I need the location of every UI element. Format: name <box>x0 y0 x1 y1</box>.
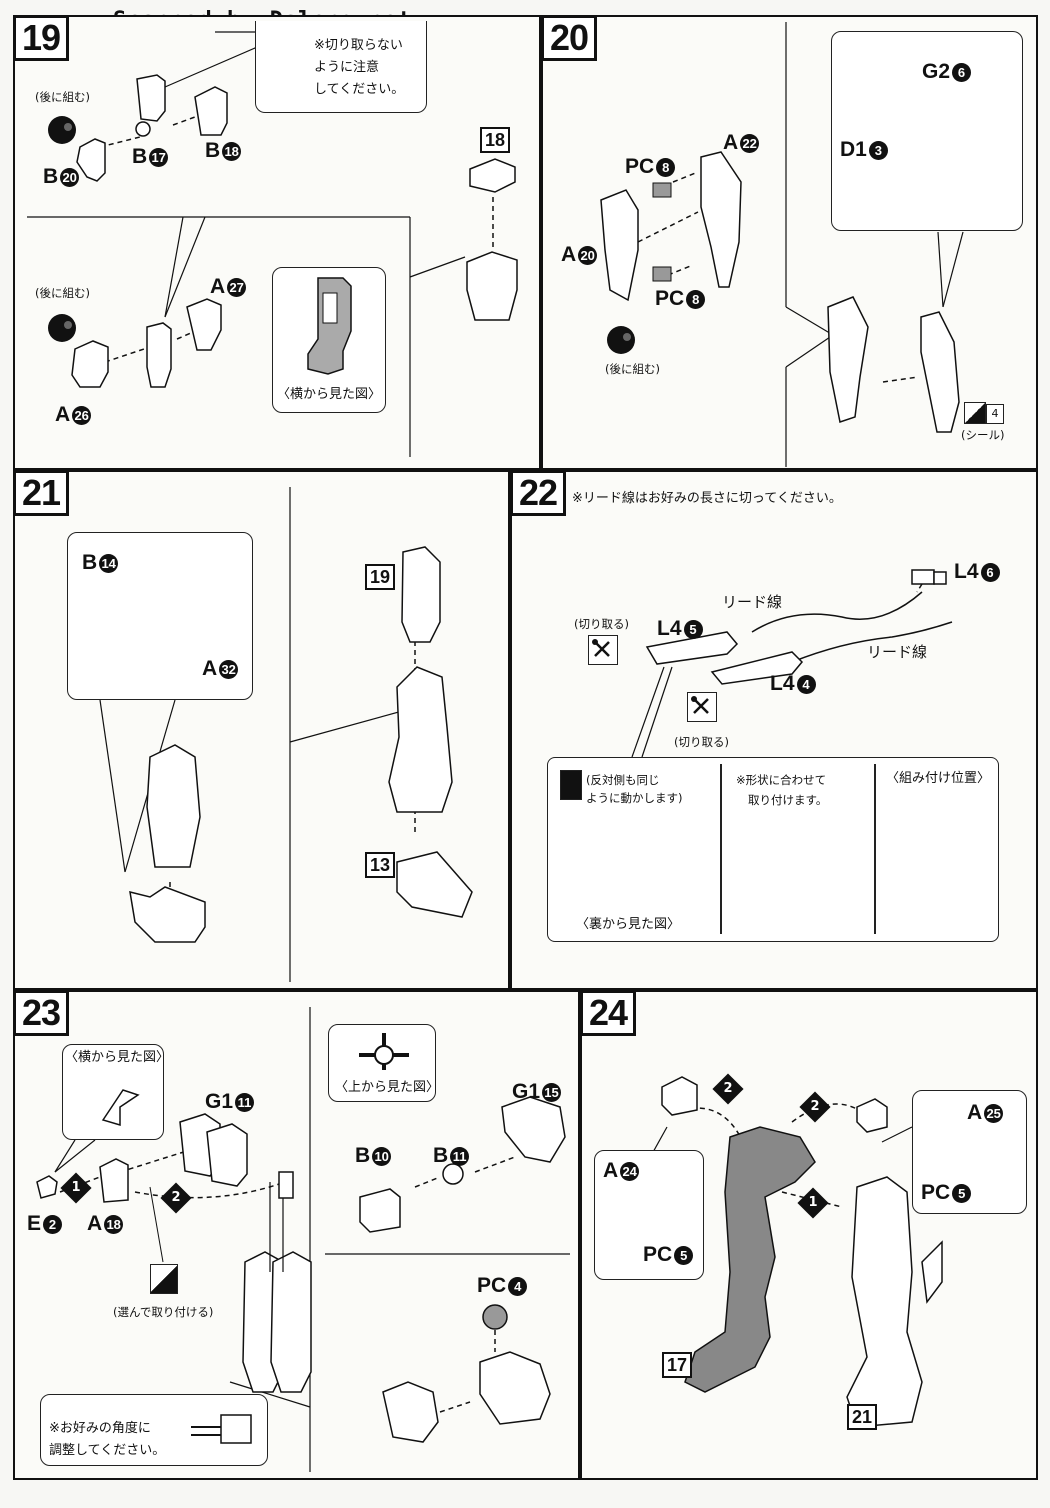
step-seq-2a: 2 <box>712 1073 744 1105</box>
side-view-caption: 〈横から見た図〉 <box>65 1050 170 1065</box>
sticker-icon <box>964 402 986 424</box>
step-seq-2b: 2 <box>799 1091 831 1123</box>
cut-icon-2 <box>687 692 717 722</box>
assemble-later-label-2: (後に組む) <box>35 286 90 300</box>
reverse-note-1: (反対側も同じ <box>586 773 660 787</box>
assemble-later-label: (後に組む) <box>605 362 660 376</box>
top-view-callout: 〈上から見た図〉 <box>328 1024 440 1102</box>
side-view-caption: 〈横から見た図〉 <box>277 387 382 402</box>
angle-note-1: ※お好みの角度に <box>49 1421 151 1436</box>
shape-note-1: ※形状に合わせて <box>736 773 827 787</box>
ref-step-17: 17 <box>662 1352 693 1378</box>
warning-line-1: ※切り取らない <box>314 38 403 53</box>
side-view-callout: 〈横から見た図〉 <box>272 267 386 413</box>
assemble-later-label: (後に組む) <box>35 90 90 104</box>
move-icon <box>560 770 582 800</box>
step-number: 22 <box>510 470 567 516</box>
select-note: (選んで取り付ける) <box>113 1305 214 1319</box>
step-number: 21 <box>13 470 70 516</box>
divider-2 <box>874 764 876 934</box>
warning-line-3: してください。 <box>314 82 405 97</box>
lead-wire-instruction: ※リード線はお好みの長さに切ってください。 <box>572 491 842 506</box>
wire-routing-callout: (反対側も同じ ように動かします) 〈裏から見た図〉 ※形状に合わせて 取り付け… <box>547 757 999 942</box>
divider <box>720 764 722 934</box>
position-view-caption: 〈組み付け位置〉 <box>886 771 991 786</box>
sticker-number-box: 4 <box>986 404 1004 424</box>
reverse-note-2: ように動かします) <box>586 791 683 805</box>
cut-icon <box>588 635 618 665</box>
top-view-drawing <box>359 1033 409 1070</box>
step-number: 23 <box>13 990 70 1036</box>
angle-drawing <box>191 1414 252 1444</box>
side-view-drawing <box>101 1089 140 1127</box>
step-22-panel: 22 ※リード線はお好みの長さに切ってください。 (切り取る) (切り取る) L… <box>510 470 1038 990</box>
back-view-caption: 〈裏から見た図〉 <box>576 917 681 932</box>
side-view-callout: 〈横から見た図〉 <box>62 1044 169 1140</box>
step-19-panel: 19 ※切り取らない ように注意 し <box>13 15 541 470</box>
select-icon <box>150 1264 178 1294</box>
cut-warning-callout: ※切り取らない ように注意 してください。 <box>255 21 427 113</box>
step-number: 20 <box>541 15 598 61</box>
top-view-caption: 〈上から見た図〉 <box>335 1080 440 1095</box>
step-seq-1: 1 <box>60 1172 92 1204</box>
step-number: 19 <box>13 15 70 61</box>
shape-note-2: 取り付けます。 <box>748 793 828 807</box>
warning-line-2: ように注意 <box>314 60 380 75</box>
ref-step-21: 21 <box>847 1404 878 1430</box>
side-view-drawing <box>307 277 352 375</box>
angle-callout: ※お好みの角度に 調整してください。 <box>40 1394 268 1466</box>
sticker-label: (シール) <box>961 428 1005 442</box>
ref-step-18: 18 <box>480 127 511 153</box>
ref-step-13: 13 <box>365 852 396 878</box>
cut-label-bottom: (切り取る) <box>674 735 729 749</box>
step-23-panel: 23 〈横から見た図〉 <box>13 990 580 1480</box>
ref-step-19: 19 <box>365 564 396 590</box>
lead-wire-label-bottom: リード線 <box>867 643 928 661</box>
angle-note-2: 調整してください。 <box>49 1443 166 1458</box>
lead-wire-label-top: リード線 <box>722 593 783 611</box>
step-number: 24 <box>580 990 637 1036</box>
step-seq-1: 1 <box>797 1187 829 1219</box>
cut-label-top: (切り取る) <box>574 617 629 631</box>
step-seq-2: 2 <box>160 1182 192 1214</box>
